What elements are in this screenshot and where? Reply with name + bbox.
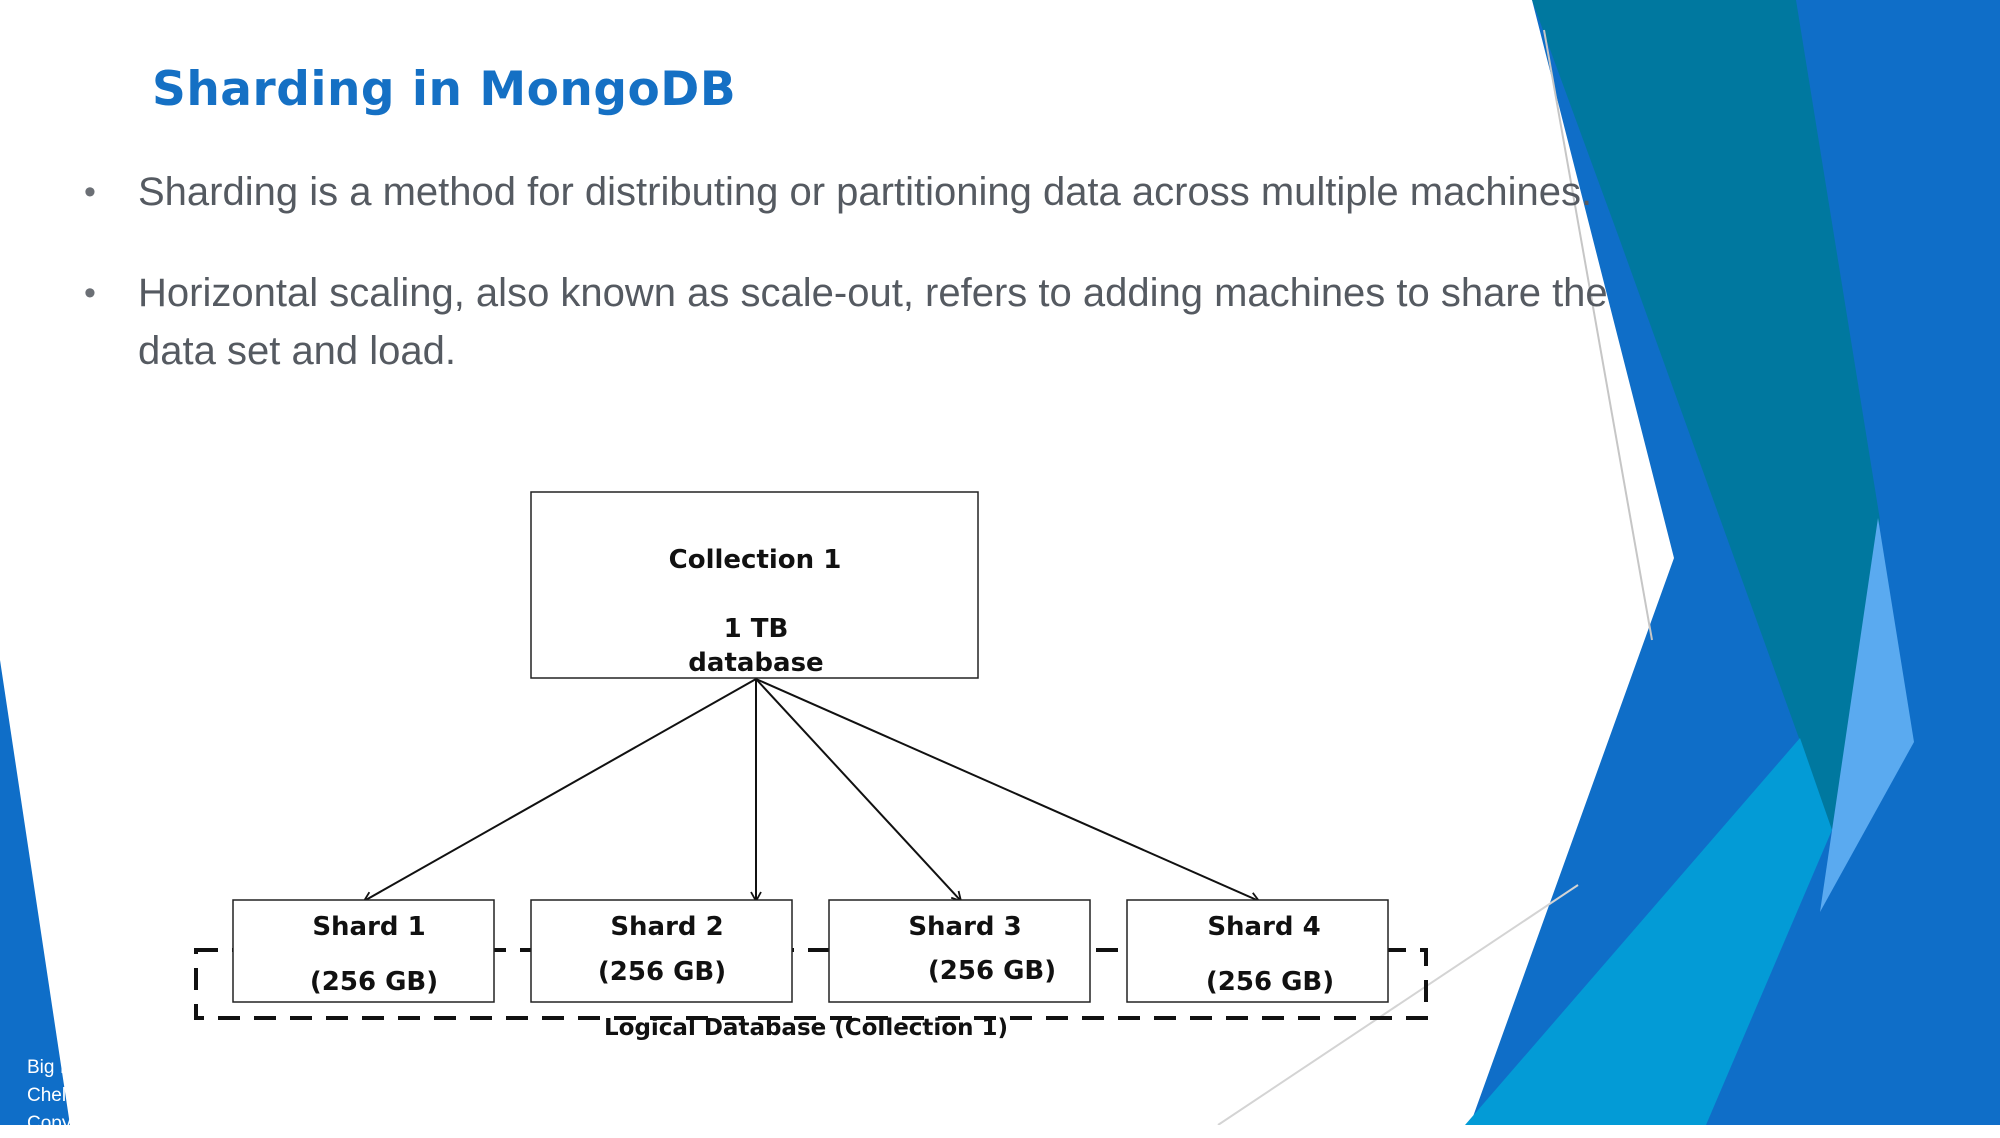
deco-teal-panel [1532,0,1880,830]
collection-box [530,491,979,679]
bullet-item-sharding: • Sharding is a method for distributing … [84,166,1614,218]
bullet-marker: • [84,274,96,312]
bullet-item-horizontal-scaling: • Horizontal scaling, also known as scal… [84,264,1614,380]
arrow-to-shard-3 [755,678,963,903]
shard-3-size: (256 GB) [928,956,1056,986]
shard-3-name: Shard 3 [908,912,1021,942]
bullet-list: • Sharding is a method for distributing … [84,166,1614,380]
shard-4-size: (256 GB) [1206,967,1334,997]
shard-1-name: Shard 1 [312,912,425,942]
shard-box-4 [1126,899,1389,1003]
shard-4-name: Shard 4 [1207,912,1320,942]
collection-size: 1 TB [724,614,789,644]
deco-cyan-panel [1465,738,1832,1125]
footer-line-1: Big I [27,1057,66,1078]
arrow-to-shard-1 [362,678,757,902]
logical-database-boundary [194,948,1428,1020]
shard-box-2 [530,899,793,1003]
deco-right-blue-panel [1470,0,2000,1125]
shard-box-3 [828,899,1091,1003]
shard-box-1 [232,899,495,1003]
shard-2-size: (256 GB) [598,957,726,987]
logical-database-label: Logical Database (Collection 1) [604,1015,1008,1041]
footer-line-3: Copy [27,1113,72,1134]
slide-title: Sharding in MongoDB [152,62,737,117]
collection-name: Collection 1 [669,545,842,575]
footer-line-2: Chel [27,1085,67,1106]
bullet-marker: • [84,173,96,211]
shard-2-name: Shard 2 [610,912,723,942]
deco-thin-line-1 [1543,29,1653,641]
deco-light-blue-panel [1820,518,1914,912]
bullet-text-sharding: Sharding is a method for distributing or… [138,170,1593,214]
deco-left-blue-strip [0,660,70,1125]
deco-thin-line-2 [1217,884,1579,1125]
arrow-to-shard-4 [755,678,1261,903]
collection-type: database [688,648,823,678]
shard-1-size: (256 GB) [310,967,438,997]
bullet-text-horizontal-scaling: Horizontal scaling, also known as scale-… [138,271,1608,373]
slide-footer: Big I Chel Copy [27,1054,72,1138]
